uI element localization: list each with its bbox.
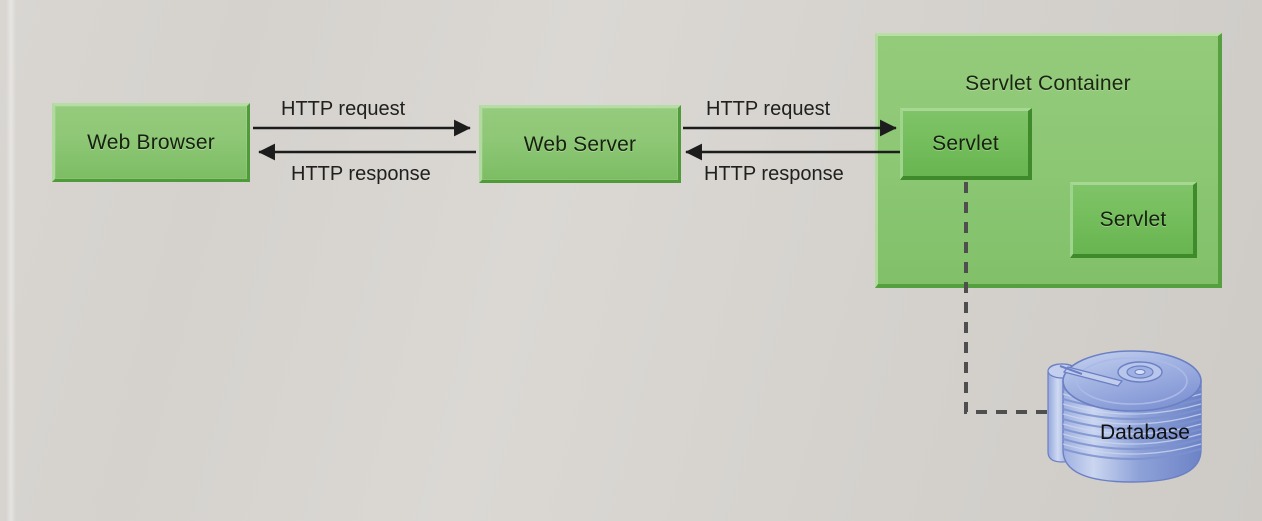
node-servlet-two[interactable]: Servlet: [1070, 182, 1197, 258]
edge-label-server-to-servlet-request: HTTP request: [706, 98, 831, 120]
node-database-label: Database: [1100, 421, 1190, 444]
node-web-browser[interactable]: Web Browser: [52, 103, 250, 182]
node-servlet-one[interactable]: Servlet: [900, 108, 1032, 180]
edge-label-servlet-to-server-response: HTTP response: [704, 163, 844, 185]
node-web-browser-label: Web Browser: [87, 131, 215, 154]
node-servlet-container-label: Servlet Container: [965, 72, 1131, 95]
edge-label-server-to-browser-response: HTTP response: [291, 163, 431, 185]
node-web-server-label: Web Server: [523, 132, 637, 156]
node-servlet-one-label: Servlet: [932, 132, 999, 155]
node-servlet-two-label: Servlet: [1099, 208, 1167, 231]
node-web-server[interactable]: Web Server: [479, 105, 681, 183]
edge-label-browser-to-server-request: HTTP request: [281, 98, 406, 120]
database-icon: [1047, 350, 1202, 483]
